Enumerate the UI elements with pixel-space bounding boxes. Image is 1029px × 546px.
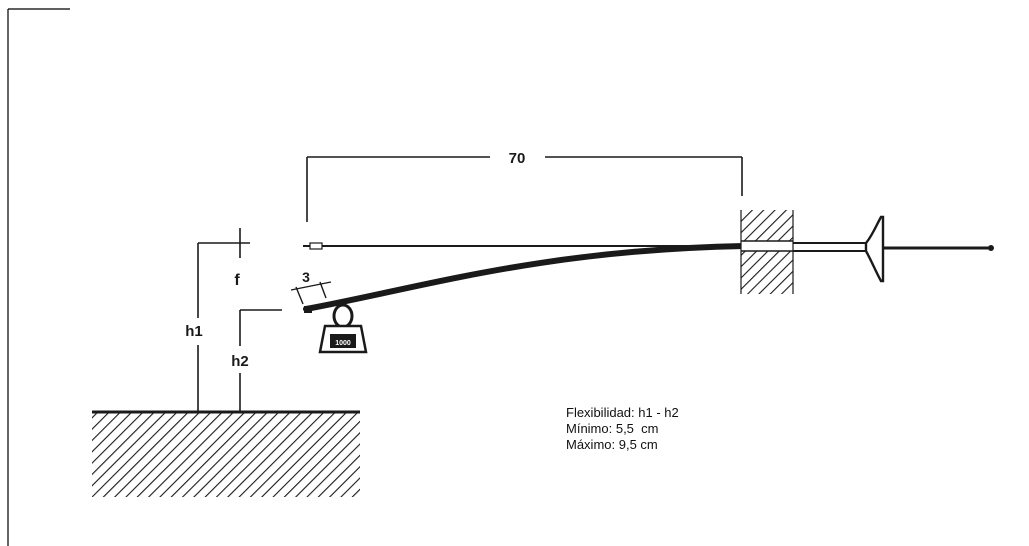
note-flexibility: Flexibilidad: h1 - h2 [566, 405, 679, 420]
page-border [7, 8, 70, 546]
reference-blade [303, 242, 744, 250]
note-maximum: Máximo: 9,5 cm [566, 437, 658, 452]
length-dimension [306, 156, 743, 222]
clamp-block [740, 210, 794, 294]
length-dimension-label: 70 [509, 150, 526, 167]
h1-label: h1 [185, 323, 203, 340]
weight-label: 1000 [335, 340, 351, 347]
tip-dimension-label: 3 [302, 269, 310, 285]
deflected-blade [303, 243, 747, 312]
f-label: f [234, 272, 240, 289]
tip-dimension [290, 281, 332, 305]
note-minimum: Mínimo: 5,5 cm [566, 421, 659, 436]
blade-forte [793, 242, 866, 252]
ground-block [92, 410, 360, 497]
flexibility-notes: Flexibilidad: h1 - h2 Mínimo: 5,5 cm Máx… [566, 405, 679, 453]
guard-icon [864, 215, 885, 283]
h2-dimension [239, 309, 282, 412]
pommel [988, 245, 994, 251]
h1-dimension [197, 228, 250, 412]
weight-icon [318, 303, 368, 354]
h2-label: h2 [231, 353, 249, 370]
blade-tip [304, 306, 312, 313]
